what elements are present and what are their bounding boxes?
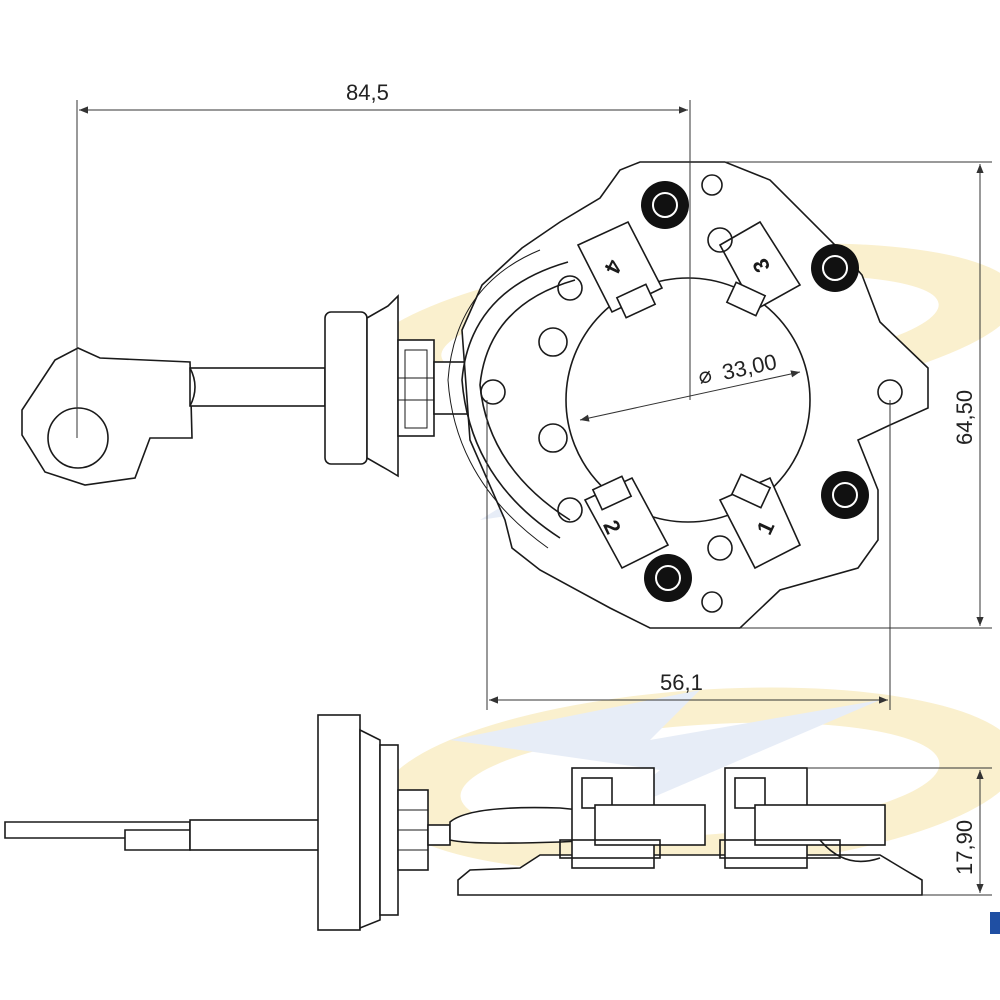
dimension-width: 56,1: [486, 400, 891, 710]
grommet: [324, 294, 475, 478]
top-view: 4 3 2 1: [21, 161, 929, 629]
brush-box-1: 1: [718, 473, 802, 570]
screw-heads: [641, 181, 869, 602]
diameter-symbol: ⌀: [696, 362, 714, 389]
dimension-label-width: 56,1: [660, 670, 703, 695]
dimension-height: 64,50: [725, 161, 992, 629]
center-bore: [565, 277, 811, 523]
cable-terminal-lug: [21, 347, 326, 486]
brush-box-2: 2: [583, 475, 670, 570]
mounting-holes: [480, 174, 903, 613]
brush-box-3: 3: [718, 220, 802, 317]
side-view: [4, 714, 923, 931]
dimension-label-thickness: 17,90: [952, 820, 977, 875]
corner-mark: [990, 912, 1000, 934]
dimension-thickness: 17,90: [807, 767, 992, 896]
brush-box-4: 4: [576, 220, 664, 319]
dimension-label-height: 64,50: [952, 390, 977, 445]
dimension-label-length: 84,5: [346, 80, 389, 105]
dimension-overall-length: 84,5: [76, 80, 691, 438]
